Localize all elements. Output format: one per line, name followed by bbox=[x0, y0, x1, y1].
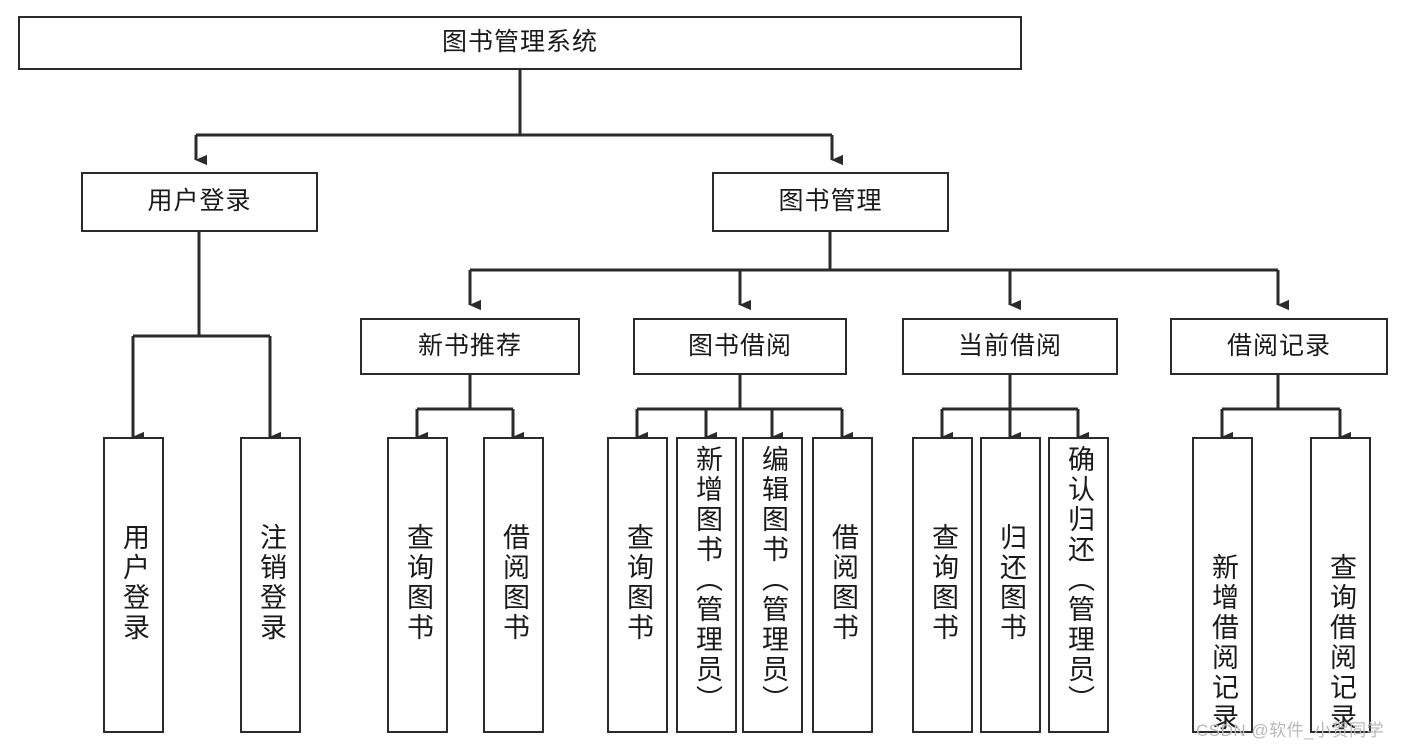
node-leaf-borrow-book-2[interactable]: 借阅图书 bbox=[812, 437, 873, 733]
node-borrow-record[interactable]: 借阅记录 bbox=[1170, 318, 1388, 375]
node-book-manage-label: 图书管理 bbox=[778, 187, 883, 216]
node-leaf-add-book[interactable]: 新增图书（管理员） bbox=[676, 437, 737, 733]
node-leaf-query-book-3-label: 查询图书 bbox=[928, 523, 958, 643]
node-new-book-rec[interactable]: 新书推荐 bbox=[360, 318, 580, 375]
node-leaf-add-book-label: 新增图书（管理员） bbox=[692, 445, 722, 715]
node-leaf-query-book-1-label: 查询图书 bbox=[403, 523, 433, 643]
node-leaf-query-book-2-label: 查询图书 bbox=[623, 523, 653, 643]
node-leaf-add-record-label: 新增借阅记录 bbox=[1208, 553, 1238, 733]
node-leaf-borrow-book-1-label: 借阅图书 bbox=[499, 523, 529, 643]
node-leaf-return-book[interactable]: 归还图书 bbox=[980, 437, 1041, 733]
node-leaf-add-record[interactable]: 新增借阅记录 bbox=[1192, 437, 1253, 733]
node-user-login-label: 用户登录 bbox=[147, 187, 252, 216]
node-leaf-user-logout[interactable]: 注销登录 bbox=[240, 437, 301, 733]
node-new-book-rec-label: 新书推荐 bbox=[417, 331, 522, 360]
node-leaf-user-logout-label: 注销登录 bbox=[256, 523, 286, 643]
node-book-borrow[interactable]: 图书借阅 bbox=[633, 318, 847, 375]
node-borrow-record-label: 借阅记录 bbox=[1226, 331, 1331, 360]
node-leaf-query-book-2[interactable]: 查询图书 bbox=[607, 437, 668, 733]
node-current-borrow-label: 当前借阅 bbox=[957, 331, 1062, 360]
node-leaf-user-login[interactable]: 用户登录 bbox=[103, 437, 164, 733]
node-leaf-confirm-return-label: 确认归还（管理员） bbox=[1064, 445, 1094, 715]
node-current-borrow[interactable]: 当前借阅 bbox=[902, 318, 1118, 375]
node-leaf-borrow-book-1[interactable]: 借阅图书 bbox=[483, 437, 544, 733]
node-root[interactable]: 图书管理系统 bbox=[18, 16, 1022, 70]
node-leaf-user-login-label: 用户登录 bbox=[119, 523, 149, 643]
node-leaf-edit-book-label: 编辑图书（管理员） bbox=[758, 445, 788, 715]
node-leaf-return-book-label: 归还图书 bbox=[996, 523, 1026, 643]
csdn-watermark: CSDN @软件_小贺同学 bbox=[1196, 721, 1385, 740]
node-book-manage[interactable]: 图书管理 bbox=[712, 172, 949, 232]
node-root-label: 图书管理系统 bbox=[441, 28, 598, 57]
node-leaf-edit-book[interactable]: 编辑图书（管理员） bbox=[742, 437, 803, 733]
node-leaf-query-record-label: 查询借阅记录 bbox=[1326, 553, 1356, 733]
node-leaf-query-book-3[interactable]: 查询图书 bbox=[912, 437, 973, 733]
node-book-borrow-label: 图书借阅 bbox=[687, 331, 792, 360]
node-leaf-borrow-book-2-label: 借阅图书 bbox=[828, 523, 858, 643]
node-user-login[interactable]: 用户登录 bbox=[81, 172, 318, 232]
node-leaf-query-book-1[interactable]: 查询图书 bbox=[387, 437, 448, 733]
node-leaf-confirm-return[interactable]: 确认归还（管理员） bbox=[1048, 437, 1109, 733]
node-leaf-query-record[interactable]: 查询借阅记录 bbox=[1310, 437, 1371, 733]
